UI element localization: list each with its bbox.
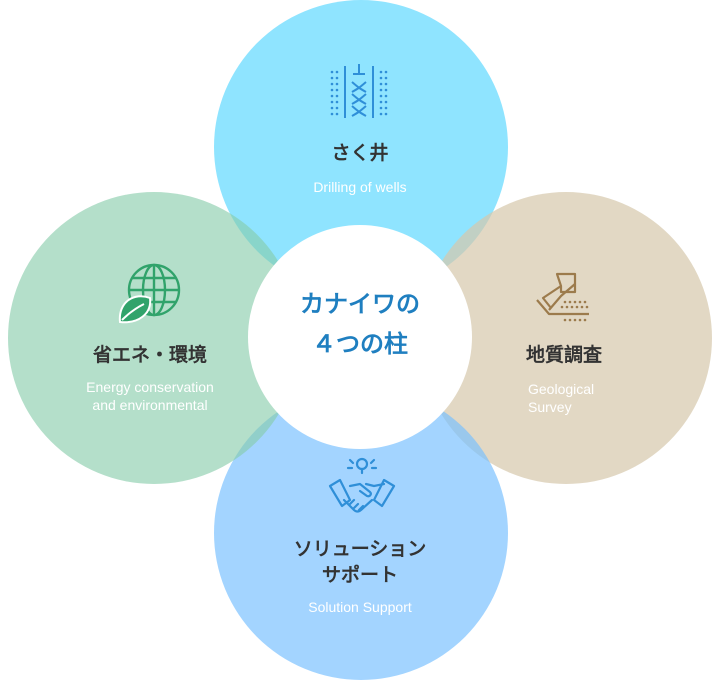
geology-subtitle-line1: Geological	[528, 381, 595, 397]
energy-title: 省エネ・環境	[92, 344, 207, 366]
drilling-subtitle: Drilling of wells	[313, 179, 407, 195]
geology-subtitle-line2: Survey	[528, 399, 572, 415]
solution-title-line2: サポート	[321, 564, 398, 586]
solution-title-line1: ソリューション	[293, 538, 427, 560]
energy-label: 省エネ・環境 Energy conservation and environme…	[30, 342, 270, 414]
geology-title: 地質調査	[526, 344, 603, 366]
handshake-icon	[326, 454, 398, 526]
center-title-line1: カナイワの	[300, 290, 420, 318]
drilling-title: さく井	[331, 142, 389, 164]
geology-label: 地質調査 Geological Survey	[502, 342, 642, 416]
energy-subtitle-line1: Energy conservation	[86, 379, 214, 395]
energy-subtitle-line2: and environmental	[92, 397, 208, 413]
solution-subtitle: Solution Support	[308, 599, 412, 615]
center-title: カナイワの ４つの柱	[248, 284, 472, 364]
center-circle	[248, 225, 472, 449]
globe-leaf-icon	[114, 262, 186, 328]
well-drilling-icon	[328, 62, 390, 126]
excavator-icon	[535, 270, 591, 326]
solution-label: ソリューション サポート Solution Support	[240, 536, 480, 616]
drilling-label: さく井 Drilling of wells	[250, 140, 470, 196]
center-title-line2: ４つの柱	[312, 330, 408, 358]
